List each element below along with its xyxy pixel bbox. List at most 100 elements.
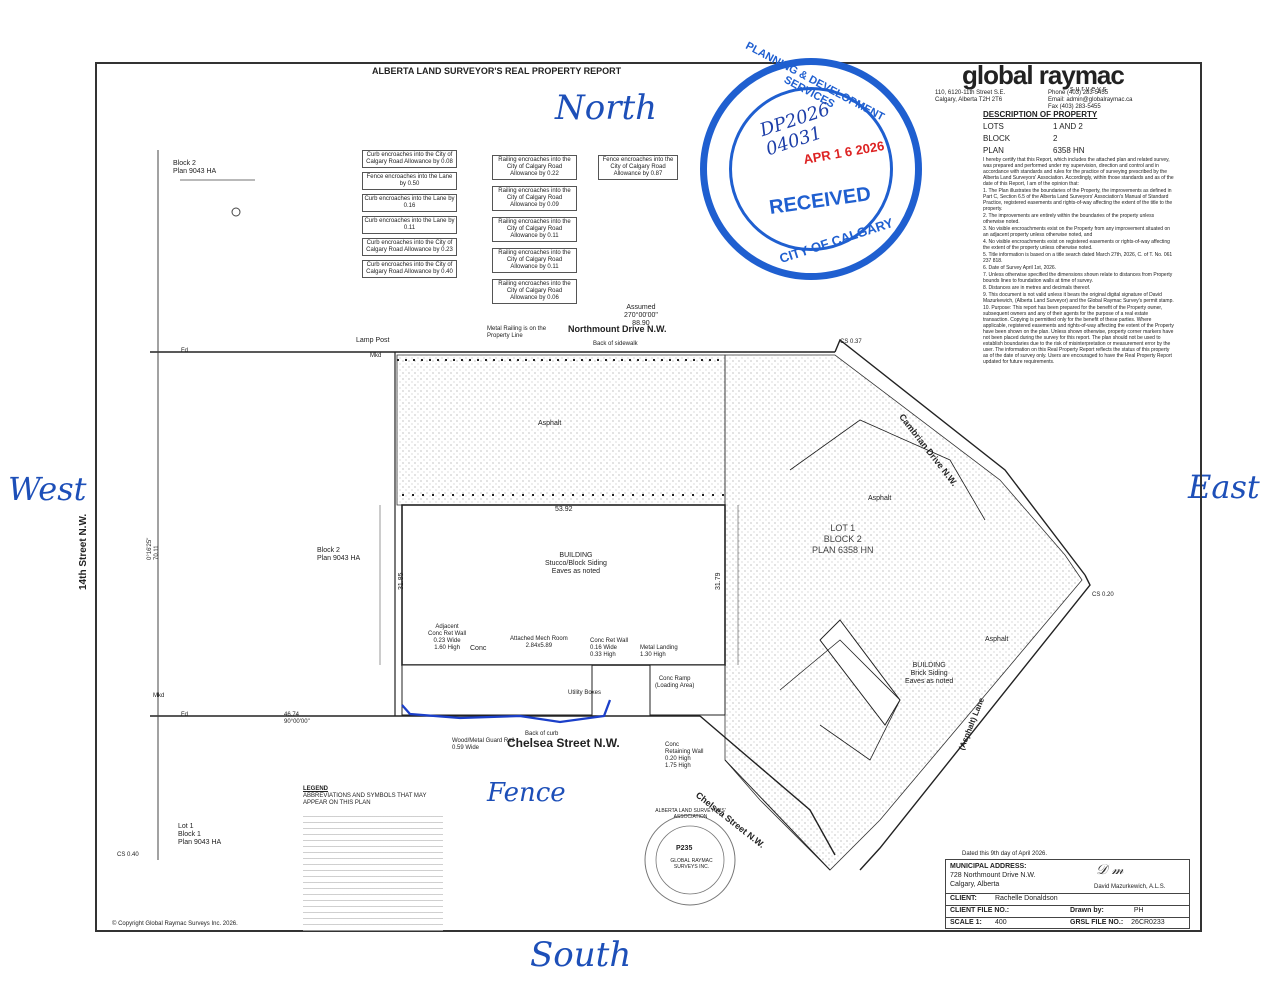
asphalt-label-east: Asphalt [868, 495, 892, 502]
company-logo: global raymac [962, 60, 1125, 90]
legend-heading: LEGEND [303, 786, 329, 792]
cs-marker-east: CS 0.20 [1092, 592, 1114, 598]
note-item: 8. Distances are in metres and decimals … [983, 285, 1091, 291]
nw-block-label: Block 2 Plan 9043 HA [173, 160, 217, 175]
building-label: BUILDING Stucco/Block Siding Eaves as no… [545, 552, 607, 575]
encroachment-note: Railing encroaches into the City of Calg… [492, 248, 577, 273]
back-of-sidewalk-label: Back of sidewalk [593, 341, 638, 347]
conc-retaining-wall-label: Conc Retaining Wall 0.20 High 1.75 High [665, 742, 704, 769]
drawn-by-label: Drawn by: [1070, 907, 1104, 914]
property-value: 1 AND 2 [1053, 122, 1083, 131]
municipal-label: MUNICIPAL ADDRESS: [950, 863, 1027, 870]
legend: LEGEND ABBREVIATIONS AND SYMBOLS THAT MA… [303, 786, 443, 931]
certification-notes: I hereby certify that this Report, which… [983, 157, 1175, 365]
east-dimension: 31.79 [715, 572, 722, 590]
sw-block-label: Lot 1 Block 1 Plan 9043 HA [178, 823, 222, 846]
note-item: 5. Title information is based on a title… [983, 252, 1173, 264]
asphalt-label: Asphalt [538, 420, 562, 427]
cs-marker-ne: CS 0.37 [840, 339, 862, 345]
municipal-line1: 728 Northmount Drive N.W. [950, 872, 1036, 879]
property-description: DESCRIPTION OF PROPERTY LOTS 1 AND 2 BLOC… [983, 110, 1163, 157]
property-value: 2 [1053, 134, 1058, 143]
notes-list: 1. The Plan illustrates the boundaries o… [983, 188, 1175, 365]
client-file-row: CLIENT FILE NO.: Drawn by: PH [946, 905, 1189, 916]
assumed-bearing: Assumed 270°00'00" 88.90 [624, 304, 658, 327]
property-heading: DESCRIPTION OF PROPERTY [983, 110, 1098, 119]
encroachment-note: Railing encroaches into the City of Calg… [492, 279, 577, 304]
drawn-by-value: PH [1133, 907, 1144, 914]
mech-room-label: Attached Mech Room 2.84x5.89 [510, 636, 568, 649]
note-item: 10. Purpose: This report has been prepar… [983, 305, 1174, 365]
mkd-marker: Mkd [370, 353, 382, 359]
encroachment-note: Fence encroaches into the Lane by 0.50 [362, 172, 457, 190]
note-item: 7. Unless otherwise specified the dimens… [983, 272, 1173, 284]
east-building-label: BUILDING Brick Siding Eaves as noted [905, 662, 954, 685]
encroachment-note: Curb encroaches into the Lane by 0.11 [362, 216, 457, 234]
encroachment-note: Railing encroaches into the City of Calg… [492, 155, 577, 180]
certification-text: I hereby certify that this Report, which… [983, 157, 1174, 187]
client-file-label: CLIENT FILE NO.: [950, 907, 1010, 914]
client-label: CLIENT: [950, 895, 977, 902]
municipal-address: MUNICIPAL ADDRESS: 728 Northmount Drive … [950, 862, 1090, 889]
seal-company: GLOBAL RAYMAC SURVEYS INC. [670, 858, 713, 870]
company-logo-sub: surveys [1070, 86, 1109, 93]
seal-text: ALBERTA LAND SURVEYORS' ASSOCIATION [655, 808, 726, 820]
encroachment-note: Curb encroaches into the City of Calgary… [362, 260, 457, 278]
grsl-file-label: GRSL FILE NO.: [1070, 919, 1124, 926]
surveyor-name: David Mazurkewich, A.L.S. [1094, 884, 1166, 890]
guard-rail-label: Wood/Metal Guard Rail 0.59 Wide [452, 738, 515, 751]
company-address: 110, 6120-11th Street S.E. Calgary, Albe… [935, 90, 1006, 103]
encroachment-notes-middle: Railing encroaches into the City of Calg… [492, 155, 577, 310]
note-item: 1. The Plan illustrates the boundaries o… [983, 188, 1173, 212]
encroachment-note: Curb encroaches into the City of Calgary… [362, 238, 457, 256]
west-annotation: West [8, 470, 87, 508]
utility-boxes-label: Utility Boxes [568, 690, 602, 696]
north-annotation: North [555, 88, 658, 128]
property-key: BLOCK [983, 134, 1011, 143]
dated-line: Dated this 9th day of April 2026. [962, 851, 1048, 857]
adjacent-ret-wall-label: Adjacent Conc Ret Wall 0.23 Wide 1.60 Hi… [428, 624, 467, 651]
encroachment-note-right: Fence encroaches into the City of Calgar… [598, 155, 678, 180]
grsl-file-value: 26CR0233 [1131, 919, 1165, 926]
conc-label: Conc [470, 645, 487, 652]
property-value: 6358 HN [1053, 146, 1085, 155]
encroachment-note: Curb encroaches into the Lane by 0.16 [362, 194, 457, 212]
lot-block-label: LOT 1 BLOCK 2 PLAN 6358 HN [812, 523, 874, 555]
property-row: BLOCK 2 [983, 133, 1163, 145]
note-item: 3. No visible encroachments exist on the… [983, 226, 1171, 238]
encroachment-note: Railing encroaches into the City of Calg… [492, 186, 577, 211]
municipal-line2: Calgary, Alberta [950, 881, 1000, 888]
street-north: Northmount Drive N.W. [568, 324, 667, 334]
client-value: Rachelle Donaldson [995, 895, 1058, 902]
conc-ramp-label: Conc Ramp (Loading Area) [655, 676, 695, 689]
survey-sheet [95, 62, 1202, 932]
note-item: 9. This document is not valid unless it … [983, 292, 1174, 304]
fd-marker-south: Fd [181, 712, 189, 718]
west-dimension: 31.85 [398, 572, 405, 590]
street-south: Chelsea Street N.W. [507, 736, 620, 750]
surveyor-signature: 𝒟 𝓂 [1096, 862, 1124, 878]
report-title: ALBERTA LAND SURVEYOR'S REAL PROPERTY RE… [372, 66, 622, 76]
legend-entries [303, 811, 443, 931]
lamp-post-label: Lamp Post [356, 337, 390, 344]
title-block: MUNICIPAL ADDRESS: 728 Northmount Drive … [945, 859, 1190, 929]
west-block-label: Block 2 Plan 9043 HA [317, 547, 361, 562]
west-bearing: 0°16'25" 70.11 [147, 537, 160, 560]
metal-landing-label: Metal Landing 1.30 High [640, 645, 678, 658]
note-item: 4. No visible encroachments exist on reg… [983, 239, 1170, 251]
stamp-inner-ring [729, 87, 893, 251]
south-annotation: South [530, 935, 632, 975]
received-stamp: PLANNING & DEVELOPMENT SERVICES DP2026 0… [700, 40, 922, 280]
note-item: 6. Date of Survey April 1st, 2026. [983, 265, 1057, 271]
north-dimension: 53.92 [555, 506, 573, 513]
fence-annotation: Fence [487, 778, 566, 808]
south-bearing: 46.74 90°00'00" [284, 712, 310, 725]
asphalt-label-lane: Asphalt [985, 636, 1009, 643]
property-key: LOTS [983, 122, 1004, 131]
seal-permit: P235 [676, 845, 693, 852]
encroachment-note: Curb encroaches into the City of Calgary… [362, 150, 457, 168]
conc-ret-wall-label: Conc Ret Wall 0.16 Wide 0.33 High [590, 638, 629, 658]
